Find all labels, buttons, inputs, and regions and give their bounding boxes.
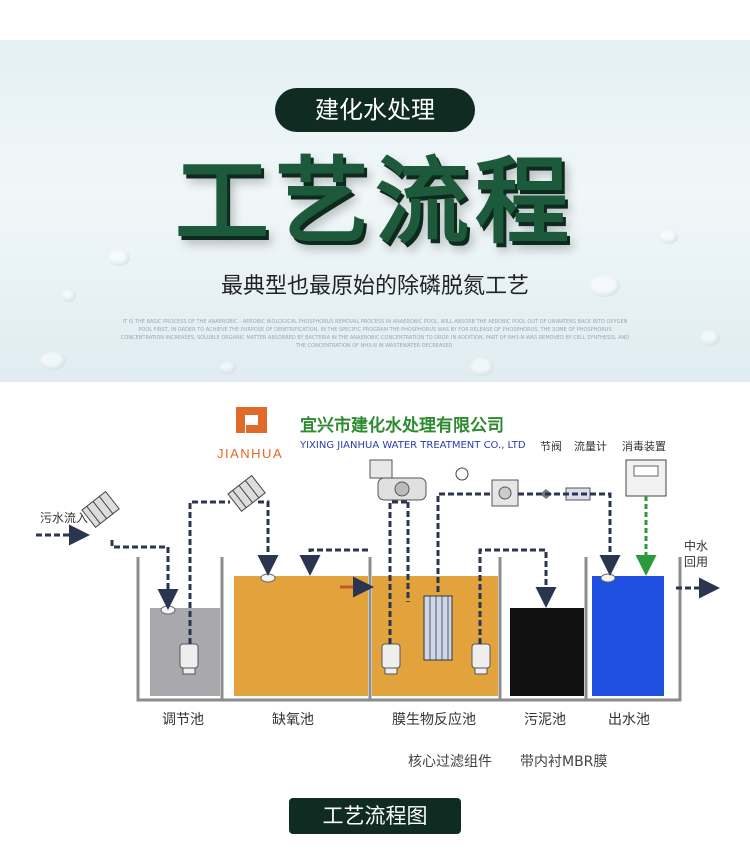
sludge-tank-water [510, 608, 584, 696]
float-switch-icon [160, 605, 176, 615]
company-name-cn: 宜兴市建化水处理有限公司 [300, 415, 504, 436]
water-droplet [470, 358, 494, 376]
tank-label-regulating: 调节池 [162, 712, 204, 728]
company-logo: JIANHUA [217, 407, 283, 461]
tank-label-sludge: 污泥池 [524, 712, 566, 728]
disinfect-label: 消毒装置 [622, 439, 666, 453]
water-droplet [108, 250, 130, 266]
process-diagram: JIANHUA 宜兴市建化水处理有限公司 YIXING JIANHUA WATE… [36, 407, 720, 770]
hero-banner: 建化水处理 工艺流程 最典型也最原始的除磷脱氮工艺 IT IS THE BASI… [0, 40, 750, 382]
company-name-en: YIXING JIANHUA WATER TREATMENT CO., LTD [299, 440, 526, 451]
tank-label-outlet: 出水池 [608, 712, 650, 728]
disinfection-box-icon [625, 459, 667, 497]
flowmeter-label: 流量计 [574, 439, 607, 453]
logo-word: JIANHUA [217, 446, 283, 461]
fineprint-text: IT IS THE BASIC PROCESS OF THE ANAEROBIC… [120, 319, 630, 349]
pump-icon [471, 643, 491, 675]
blower-icon [369, 459, 427, 501]
diagram-caption: 工艺流程图 [289, 798, 461, 834]
brand-pill: 建化水处理 [275, 88, 475, 132]
valve-label: 节阀 [540, 439, 562, 453]
float-switch-icon [600, 573, 616, 583]
reuse-label-line2: 回用 [684, 555, 708, 569]
water-droplet [700, 330, 720, 346]
suction-pump-icon [491, 479, 519, 507]
tank-label-anoxic: 缺氧池 [272, 712, 314, 728]
screen-filter-icon [81, 490, 120, 529]
water-droplet [62, 290, 76, 302]
page-subtitle: 最典型也最原始的除磷脱氮工艺 [220, 274, 529, 299]
screen-filter-icon [227, 474, 266, 513]
membrane-label: 带内衬MBR膜 [520, 754, 607, 770]
anoxic-tank-water [234, 576, 368, 696]
float-switch-icon [260, 573, 276, 583]
mbr-membrane-icon [423, 595, 453, 661]
pump-icon [381, 643, 401, 675]
water-droplet [40, 352, 66, 370]
tank-label-mbr: 膜生物反应池 [392, 711, 476, 728]
outlet-tank-water [592, 576, 664, 696]
water-droplet [220, 362, 236, 374]
core-component-label: 核心过滤组件 [408, 754, 492, 770]
page-title: 工艺流程 [174, 148, 575, 257]
water-droplet [660, 230, 678, 244]
tank-walls [136, 557, 682, 702]
inflow-label: 污水流入 [40, 511, 88, 525]
pressure-gauge-icon [455, 467, 469, 481]
reuse-label-line1: 中水 [684, 538, 708, 553]
water-droplet [590, 275, 620, 297]
pump-icon [179, 643, 199, 675]
